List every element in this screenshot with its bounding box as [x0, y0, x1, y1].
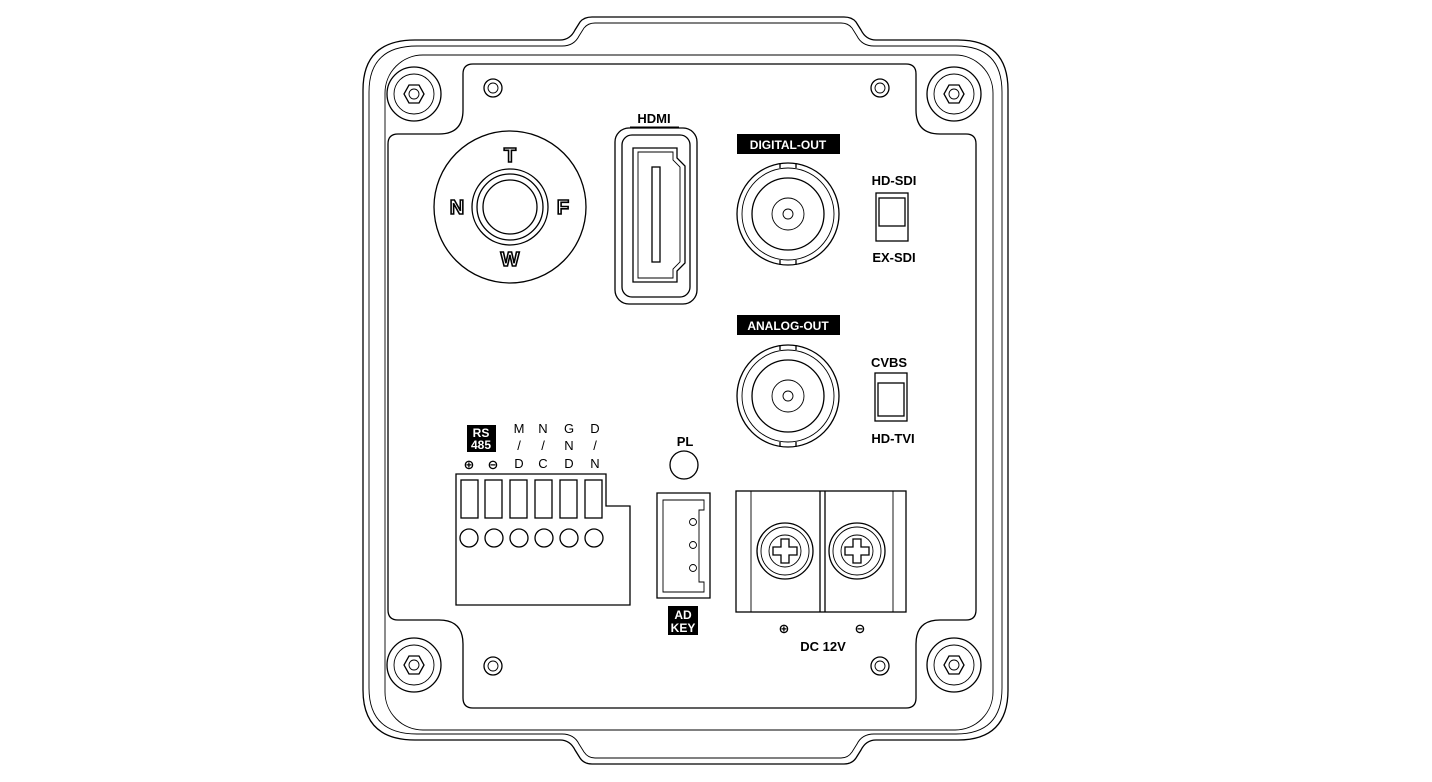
rs485-label-bg — [467, 425, 496, 452]
rs485-terminal-block[interactable] — [455, 473, 631, 606]
pin-label-md-3: D — [514, 456, 523, 471]
rs485-label-rs: RS — [473, 426, 490, 440]
dial-label-t: T — [504, 145, 516, 167]
dc-plus-label: ⊕ — [779, 621, 790, 636]
pin-label-md-1: M — [514, 421, 525, 436]
pl-label: PL — [677, 434, 694, 449]
mounting-hole-icon — [483, 78, 890, 676]
digital-out-label: DIGITAL-OUT — [750, 138, 827, 152]
pin-label-dn-1: D — [590, 421, 599, 436]
terminal-slot — [459, 479, 604, 548]
pin-label-dn-3: N — [590, 456, 599, 471]
hd-tvi-label: HD-TVI — [871, 431, 914, 446]
pin-label-md-2: / — [517, 438, 521, 453]
dial-label-w: W — [501, 249, 520, 271]
sdi-mode-switch[interactable] — [875, 192, 909, 242]
digital-out-bnc-connector[interactable] — [736, 162, 840, 266]
corner-screw-icon — [926, 66, 982, 122]
pin-label-dn-2: / — [593, 438, 597, 453]
analog-mode-switch[interactable] — [874, 372, 908, 422]
pin-label-gnd-3: D — [564, 456, 573, 471]
rs485-plus-label: ⊕ — [464, 457, 475, 472]
dial-label-f: F — [557, 197, 569, 219]
hdmi-label: HDMI — [637, 111, 670, 126]
pin-label-gnd-1: G — [564, 421, 574, 436]
digital-out-label-bg — [737, 134, 840, 154]
ad-key-connector[interactable] — [656, 492, 711, 599]
dc-12v-label: DC 12V — [800, 639, 846, 654]
terminal-screw-icon — [756, 522, 814, 580]
pin-label-nc-3: C — [538, 456, 547, 471]
pin-label-gnd-2: N — [564, 438, 573, 453]
corner-screw-icon — [926, 637, 982, 693]
hdmi-port[interactable] — [614, 127, 698, 305]
ad-label: AD — [674, 608, 692, 622]
terminal-screw-icon — [828, 522, 886, 580]
analog-out-label-bg — [737, 315, 840, 335]
power-led-indicator — [669, 450, 699, 480]
ex-sdi-label: EX-SDI — [872, 250, 915, 265]
analog-out-bnc-connector[interactable] — [736, 344, 840, 448]
terminal-pin-labels: M / D N / C G N D D / N — [514, 421, 600, 471]
housing-outline — [362, 16, 1009, 765]
ad-key-label-bg — [668, 606, 698, 635]
corner-screw-icon — [386, 637, 442, 693]
dial-label-n: N — [450, 197, 464, 219]
cvbs-label: CVBS — [871, 355, 907, 370]
pin-label-nc-1: N — [538, 421, 547, 436]
dc-power-terminal[interactable] — [735, 490, 907, 613]
pin-label-nc-2: / — [541, 438, 545, 453]
analog-out-label: ANALOG-OUT — [747, 319, 829, 333]
hd-sdi-label: HD-SDI — [872, 173, 917, 188]
rs485-minus-label: ⊖ — [488, 457, 499, 472]
focus-zoom-dial[interactable]: T F W N — [433, 130, 587, 284]
corner-screw-icon — [386, 66, 442, 122]
dc-minus-label: ⊖ — [855, 621, 866, 636]
rs485-label-485: 485 — [471, 438, 491, 452]
key-label: KEY — [671, 621, 696, 635]
